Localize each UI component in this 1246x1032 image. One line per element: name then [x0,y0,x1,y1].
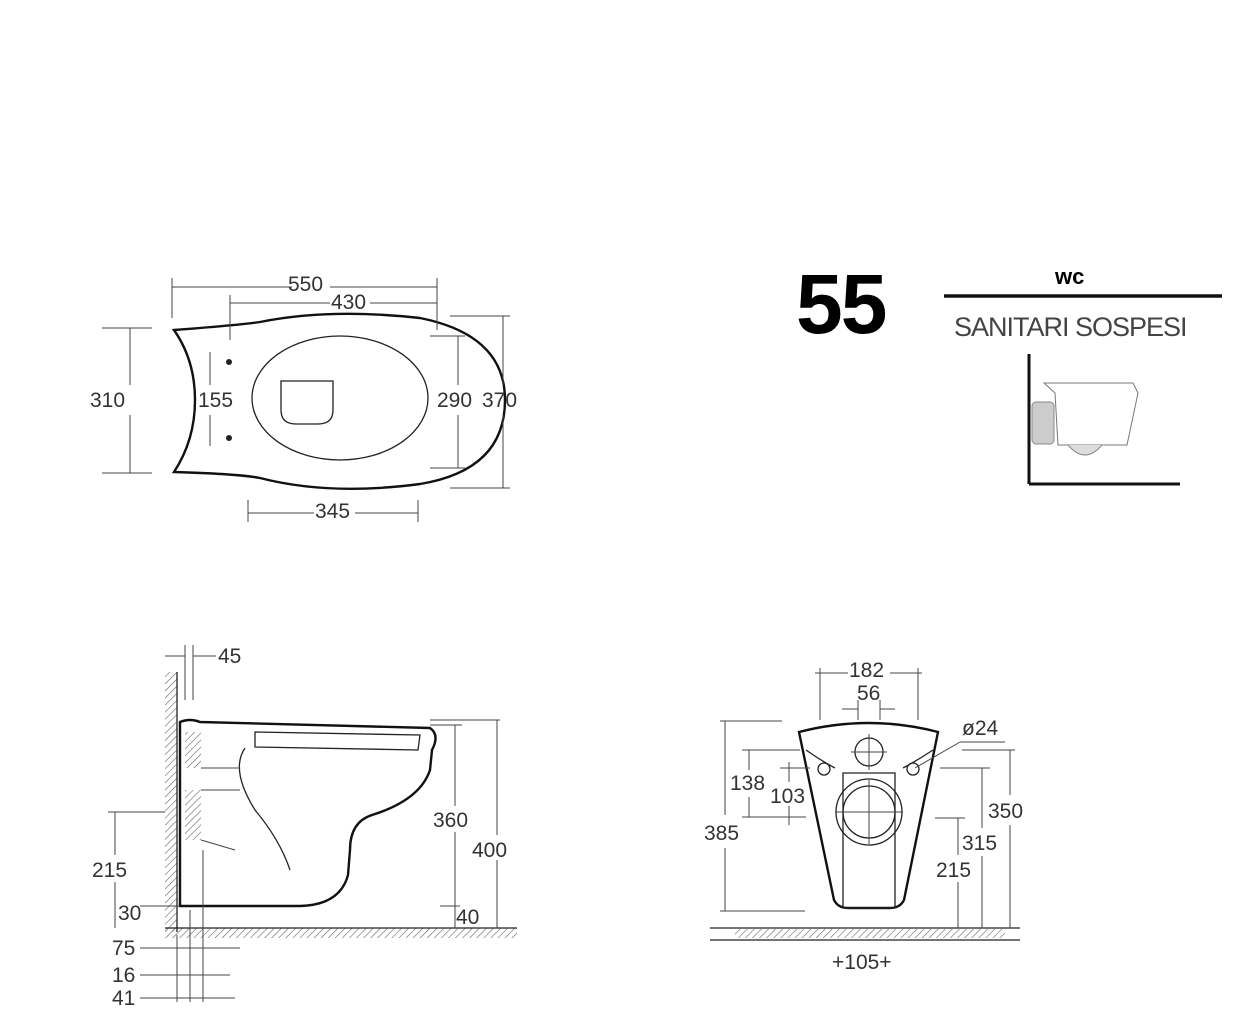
dim-45: 45 [218,645,241,668]
dim-182: 182 [849,659,884,682]
model-number: 55 [796,257,886,351]
wall [165,672,177,932]
subtitle: SANITARI SOSPESI [954,312,1187,342]
dim-75: 75 [112,937,135,960]
dim-345: 345 [315,500,350,523]
dim-385: 385 [704,822,739,845]
dim-290: 290 [437,389,472,412]
dim-40: 40 [456,906,479,929]
floor [165,928,517,938]
dim-diameter-24: ø24 [962,717,999,740]
title-block: 55 wc SANITARI SOSPESI [796,257,1222,486]
dim-155: 155 [198,389,233,412]
dim-105: +105+ [832,951,892,974]
dim-56: 56 [857,682,880,705]
top-view: 550 430 310 155 290 370 345 [90,273,517,523]
dim-138: 138 [730,772,765,795]
front-view: 182 56 ø24 385 138 103 350 315 215 +105+ [704,659,1023,974]
dim-370: 370 [482,389,517,412]
dim-30: 30 [118,902,141,925]
dim-360: 360 [433,809,468,832]
dim-41: 41 [112,987,135,1010]
fixing-hole-icon [226,359,232,441]
dim-215-front: 215 [936,859,971,882]
dim-430: 430 [331,291,366,314]
dim-400: 400 [472,839,507,862]
dim-215: 215 [92,859,127,882]
dim-310: 310 [90,389,125,412]
dim-550: 550 [288,273,323,296]
dim-315: 315 [962,832,997,855]
wall-hung-wc-icon [1027,354,1180,486]
category-label: wc [1054,264,1084,289]
side-view: 45 360 400 215 30 40 75 16 41 [92,645,517,1010]
dim-103: 103 [770,785,805,808]
dim-16: 16 [112,964,135,987]
dim-350: 350 [988,800,1023,823]
